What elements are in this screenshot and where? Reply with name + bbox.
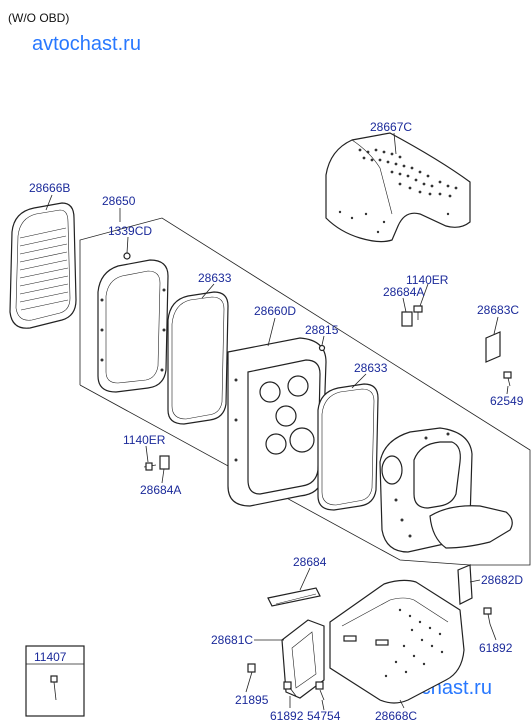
label-1140er-top: 1140ER xyxy=(406,273,449,287)
label-28684a-top: 28684A xyxy=(383,285,424,299)
gasket-28633-left xyxy=(167,291,229,425)
bolt-54754 xyxy=(315,681,325,701)
heat-shield-28668c xyxy=(329,579,465,704)
label-28815: 28815 xyxy=(305,323,339,337)
bracket-28684a-bottom xyxy=(159,455,170,470)
label-28667c: 28667C xyxy=(370,120,412,134)
bracket-28683c xyxy=(485,331,501,363)
label-1140er-bottom: 1140ER xyxy=(123,433,166,447)
assembly-outline xyxy=(79,217,531,566)
label-11407: 11407 xyxy=(34,650,67,664)
leader-lines xyxy=(45,132,509,711)
watermark-top: avtochast.ru xyxy=(32,33,141,55)
bolt-1140er-top xyxy=(413,305,423,320)
bolt-21895 xyxy=(247,663,256,673)
bracket-28684 xyxy=(267,587,321,607)
label-28660d: 28660D xyxy=(254,304,296,318)
bolt-1339cd xyxy=(123,252,131,260)
bolt-62549 xyxy=(503,371,512,387)
bracket-28682d xyxy=(457,564,473,605)
label-21895: 21895 xyxy=(235,693,269,707)
bracket-28681c xyxy=(281,619,325,699)
bracket-28684a-top xyxy=(401,311,413,327)
bolt-61892-left xyxy=(283,681,297,697)
label-1339cd: 1339CD xyxy=(108,224,152,238)
label-28650: 28650 xyxy=(102,194,136,208)
label-28633-right: 28633 xyxy=(354,361,388,375)
label-28684a-bottom: 28684A xyxy=(140,483,181,497)
legend-box-11407 xyxy=(25,645,85,717)
heat-shield-28667c xyxy=(325,132,471,243)
label-54754: 54754 xyxy=(307,709,341,723)
label-28668c: 28668C xyxy=(375,709,417,723)
label-61892-right: 61892 xyxy=(479,641,513,655)
grille-28666b xyxy=(9,202,77,329)
label-28633-left: 28633 xyxy=(198,271,232,285)
label-62549: 62549 xyxy=(490,394,524,408)
label-61892-left: 61892 xyxy=(270,709,304,723)
muffler-body-28660d xyxy=(227,337,327,507)
part-labels: 28667C 28666B 28650 1339CD 28633 1140ER … xyxy=(29,120,524,723)
label-28666b: 28666B xyxy=(29,181,70,195)
label-28681c: 28681C xyxy=(211,633,253,647)
label-28683c: 28683C xyxy=(477,303,519,317)
front-frame xyxy=(97,259,169,393)
bolt-28815 xyxy=(318,344,326,352)
label-28684: 28684 xyxy=(293,555,327,569)
variant-header: (W/O OBD) xyxy=(8,11,69,25)
label-28682d: 28682D xyxy=(481,573,523,587)
gasket-28633-right xyxy=(317,383,379,511)
rear-body xyxy=(379,427,513,553)
bolt-1140er-bottom xyxy=(143,462,157,471)
bolt-61892-right xyxy=(483,607,492,625)
